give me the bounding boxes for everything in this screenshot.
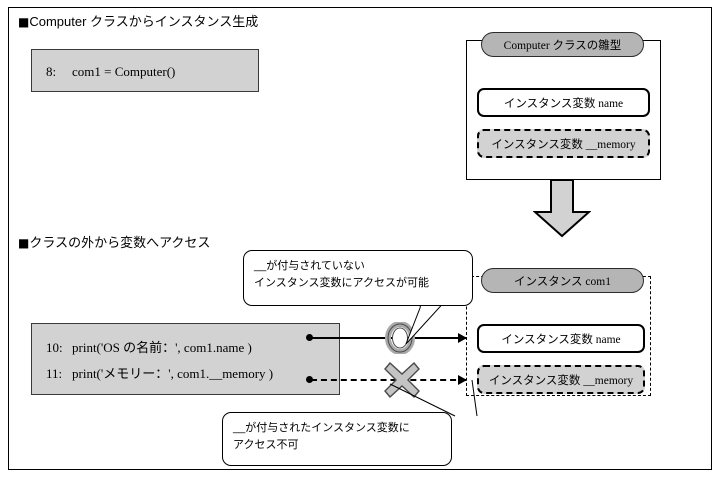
section-heading-access-from-outside: ■クラスの外から変数へアクセス: [18, 235, 210, 251]
code-line-number: 8:: [46, 64, 57, 79]
bullet-icon: ■: [18, 15, 30, 29]
down-block-arrow-icon: [532, 179, 592, 238]
code-line: 8: com1 = Computer(): [46, 64, 175, 79]
connector-arrowhead-memory: [458, 375, 467, 385]
class-member-memory: インスタンス変数 __memory: [477, 129, 650, 158]
code-line: 11: print('メモリー：', com1.__memory ): [46, 366, 273, 381]
instance-member-memory: インスタンス変数 __memory: [477, 365, 645, 394]
connector-origin-dot-memory: [306, 376, 313, 383]
code-line: 10: print('OS の名前：', com1.name ): [46, 340, 252, 355]
callout-accessible: __が付与されていない インスタンス変数にアクセスが可能: [243, 250, 473, 306]
cross-ng-marker-icon: [384, 361, 420, 399]
connector-line-memory: [311, 379, 466, 381]
code-line-text: print('メモリー：', com1.__memory ): [72, 366, 274, 381]
instance-member-name: インスタンス変数 name: [477, 324, 645, 353]
class-member-name: インスタンス変数 name: [477, 88, 650, 117]
code-block-access: 10: print('OS の名前：', com1.name ) 11: print…: [31, 323, 340, 395]
code-line-number: 10:: [46, 340, 63, 355]
section-heading-label: Computer クラスからインスタンス生成: [29, 14, 259, 29]
callout-line: __が付与されていない: [254, 260, 365, 272]
connector-origin-dot-name: [306, 334, 313, 341]
instance-title-pill: インスタンス com1: [481, 268, 644, 293]
section-heading-label: クラスの外から変数へアクセス: [29, 235, 211, 250]
code-line-text: com1 = Computer(): [72, 64, 176, 79]
callout-tail-not-accessible: [350, 379, 480, 420]
code-line-number: 11:: [46, 366, 63, 381]
code-line-text: print('OS の名前：', com1.name ): [72, 340, 252, 355]
bullet-icon: ■: [18, 236, 30, 250]
callout-line: __が付与されたインスタンス変数に: [233, 422, 410, 434]
callout-not-accessible: __が付与されたインスタンス変数に アクセス不可: [222, 412, 452, 466]
connector-arrowhead-name: [458, 333, 467, 343]
class-title-pill: Computer クラスの雛型: [481, 32, 644, 57]
callout-line: アクセス不可: [233, 439, 299, 451]
diagram-outer-frame: [8, 7, 712, 470]
code-block-create-instance: 8: com1 = Computer(): [31, 49, 259, 92]
section-heading-create-instance: ■Computer クラスからインスタンス生成: [18, 14, 258, 30]
callout-line: インスタンス変数にアクセスが可能: [254, 277, 430, 289]
